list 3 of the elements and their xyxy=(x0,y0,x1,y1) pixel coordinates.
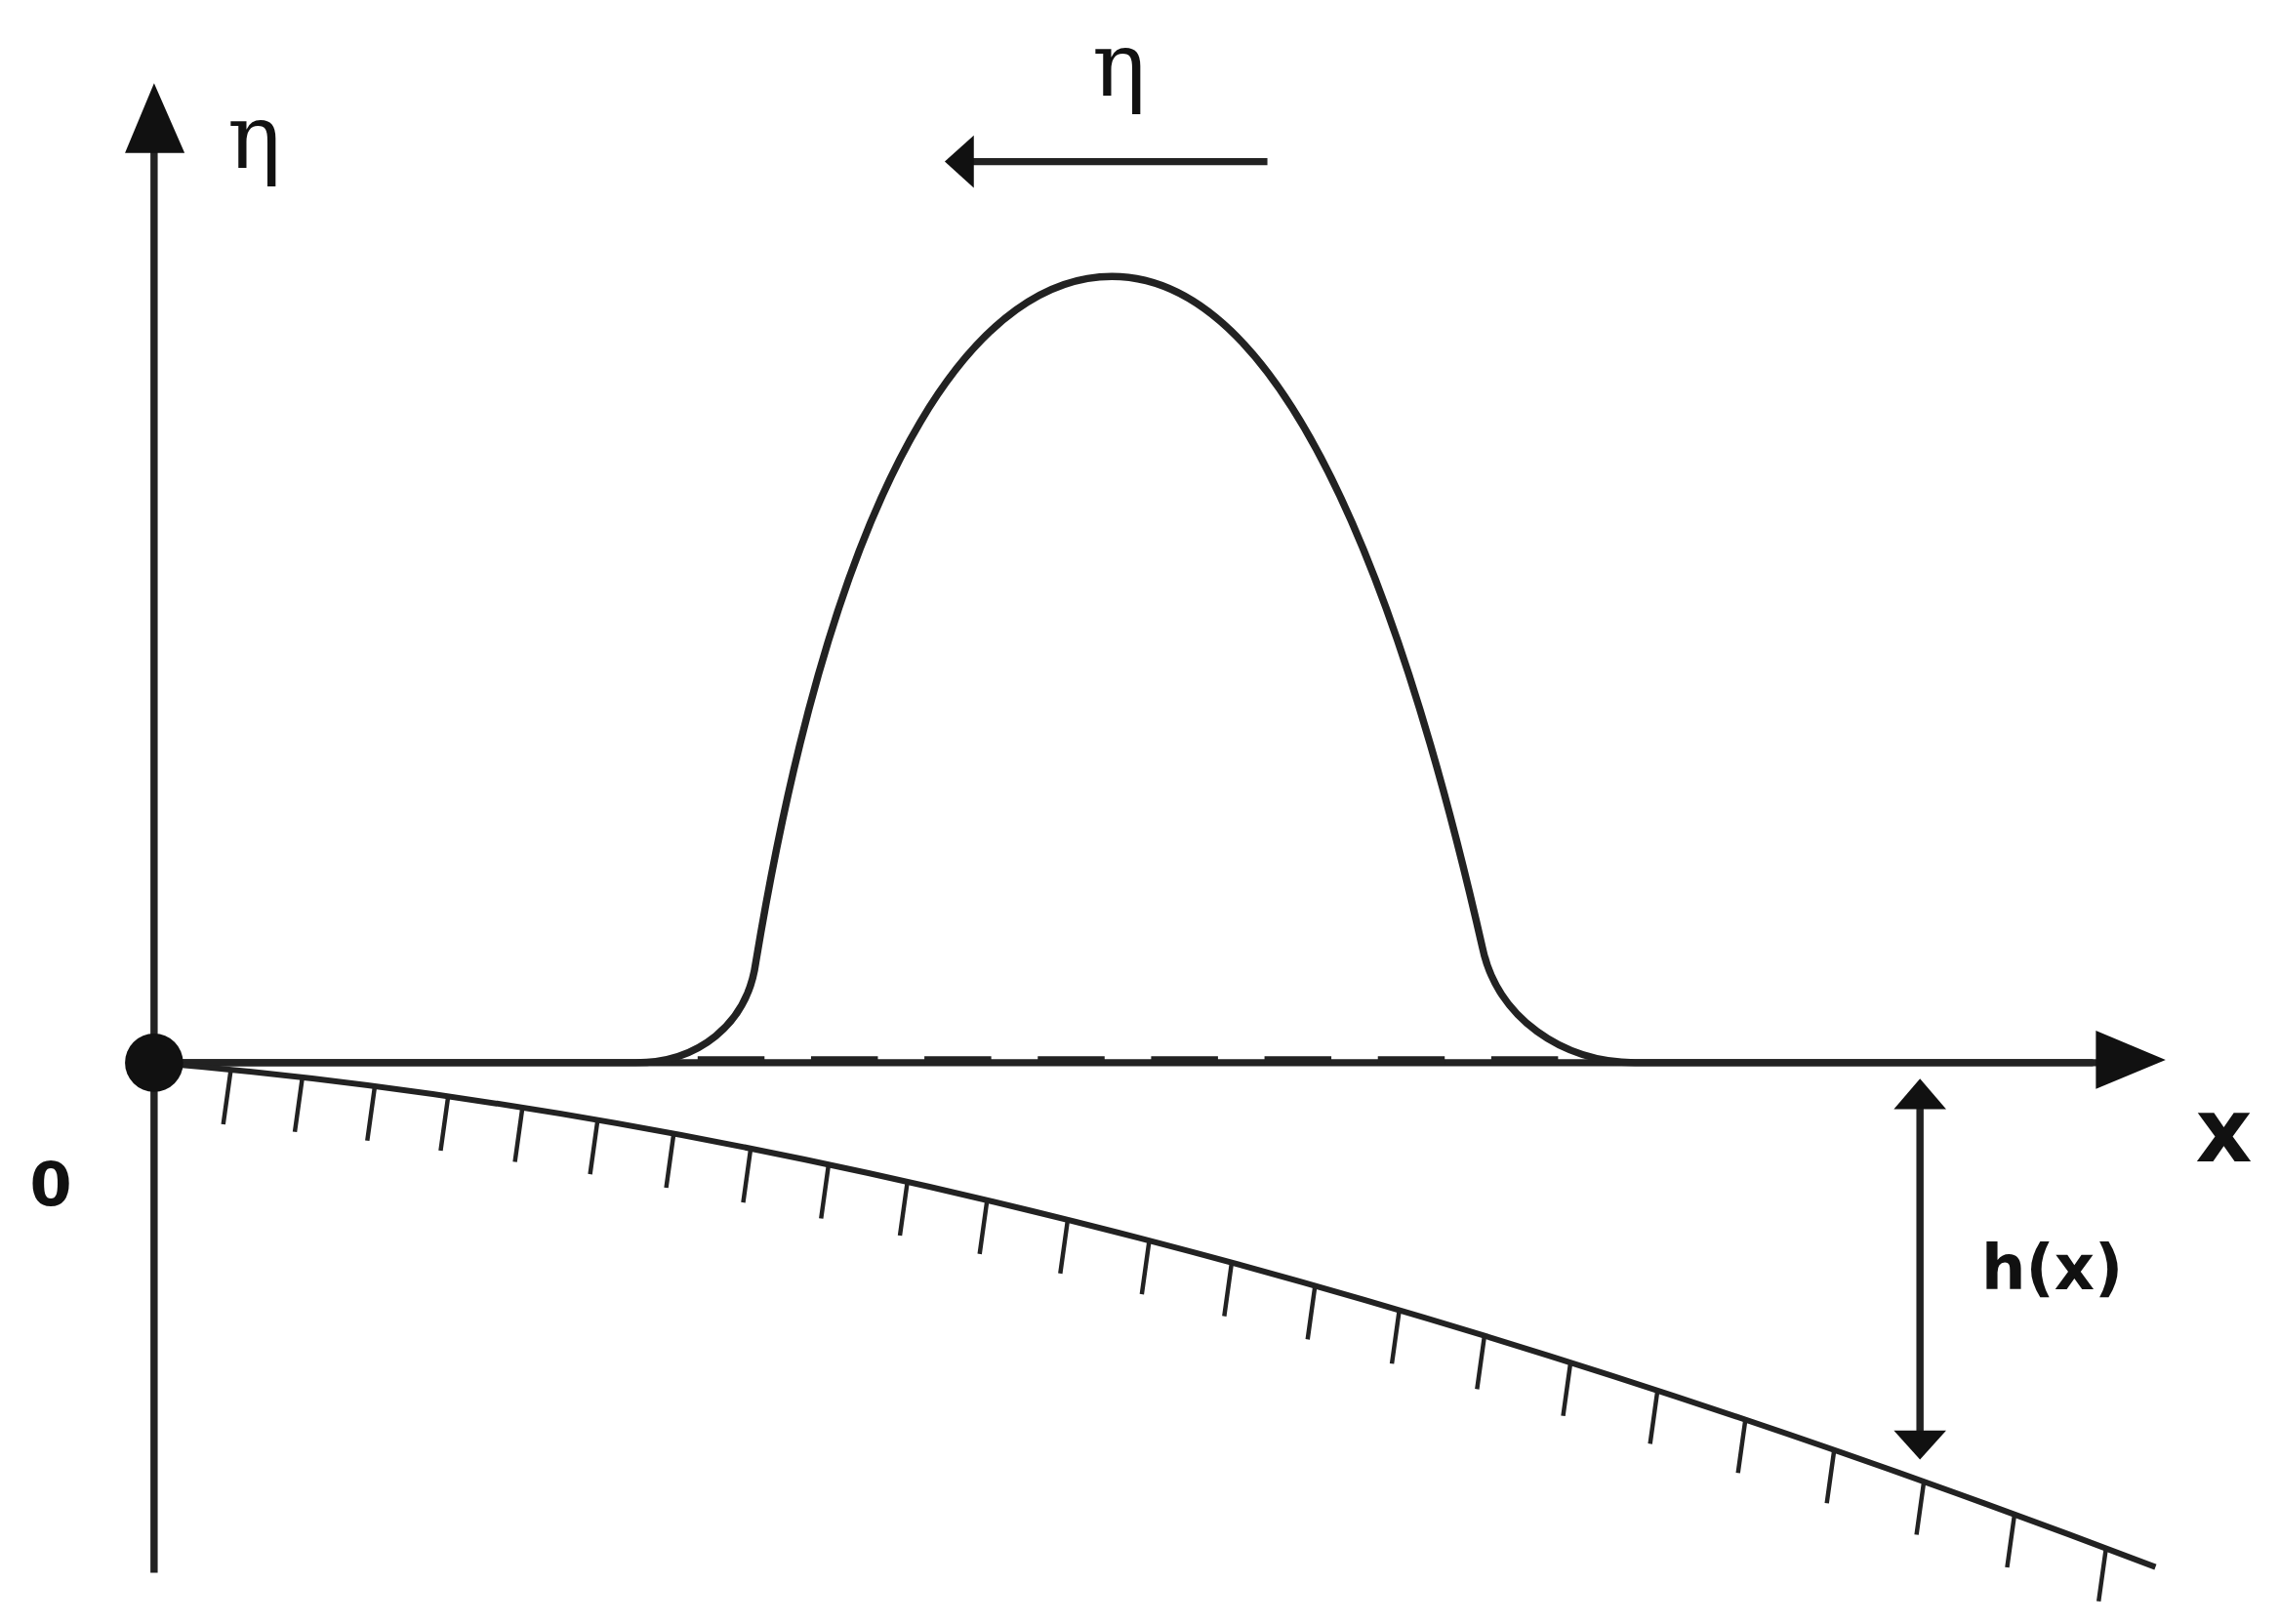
origin-label: 0 xyxy=(29,1154,72,1215)
dimension-label: h(x) xyxy=(1981,1236,2124,1299)
axis-label: x xyxy=(2195,1086,2253,1175)
